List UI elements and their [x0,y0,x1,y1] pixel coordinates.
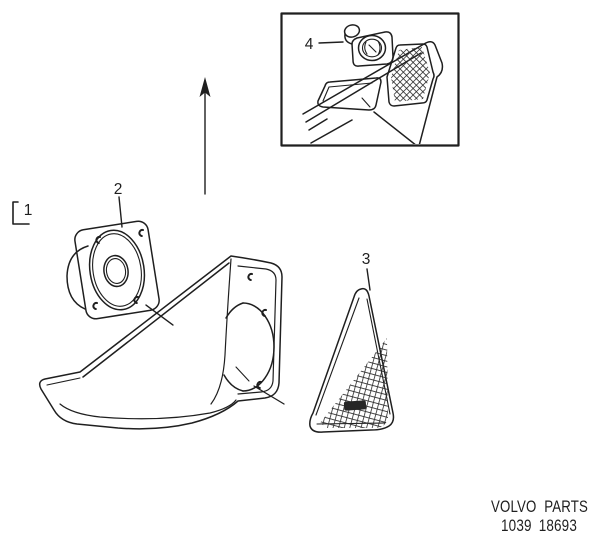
footer-brand-text: VOLVO PARTS [491,497,588,516]
speaker-screw-mark [92,301,98,310]
panel-speaker-opening [242,302,275,392]
grille-logo-badge [343,400,367,411]
speaker-screw-mark [138,228,144,237]
speaker-frame [74,220,160,320]
callout-4-label: 4 [305,36,314,53]
callout-3-leader [366,268,371,291]
callout-2-label: 2 [114,181,123,198]
speaker-cone-inner [92,233,142,307]
panel-pointer-line [253,385,285,405]
panel-clip-mark [256,380,262,389]
panel-toe-line [46,377,81,386]
panel-clip-mark [247,272,253,281]
up-arrow-icon [199,77,211,195]
clip-flange [351,31,394,67]
diagram-labels: 1 2 3 4 VOLVO PARTS 1039 18693 [24,36,588,535]
door-panel-lower-line-right [373,111,416,144]
panel-flange-inner-line [237,265,277,395]
grille-inner-edge-left [315,297,360,416]
panel-outline [38,255,283,430]
door-panel-crease-line [308,118,328,131]
inset-detail-box [280,12,460,147]
callout-3-label: 3 [362,251,371,268]
arrow-head [199,77,211,97]
speaker-pointer-line [145,304,174,326]
panel-speaker-opening-left-bottom [223,374,244,392]
speaker-part [66,220,160,320]
door-panel-drawing [302,41,444,144]
clip-part [343,24,394,67]
callout-1-label: 1 [24,202,33,219]
speaker-screw-mark [95,235,101,244]
door-panel-lower-line-left [310,119,353,144]
door-panel-top-edge [302,41,444,144]
view-bracket [12,201,30,225]
panel-face-crease [210,258,232,405]
speaker-dustcap-inner [105,258,127,284]
diagram-linework [12,12,460,433]
door-grille-outline [386,43,435,107]
mounting-panel-part [38,255,285,430]
speaker-dustcap-outer [103,254,129,288]
footer-part-number: 1039 18693 [501,516,577,535]
panel-speaker-opening-left-top [225,302,244,319]
clip-claw-detail [364,40,381,56]
grille-mesh [320,338,388,428]
panel-clip-mark [261,308,267,317]
door-pull-recess-tick [361,97,371,108]
door-pull-recess-inner-line [322,82,373,102]
door-pull-recess [317,77,382,111]
speaker-magnet [66,245,89,310]
speaker-screw-mark [133,295,139,304]
clip-face [357,34,387,62]
speaker-cone-outer [88,229,146,311]
clip-face-inner [361,38,383,58]
callout-2-leader [118,196,123,228]
panel-slope-double-line [82,262,230,378]
door-grille-mesh [391,47,430,102]
panel-opening-tick [235,366,250,382]
callout-4-leader [318,41,344,44]
clip-stub [343,24,361,38]
grille-part [309,287,395,433]
panel-inner-bottom-line [59,399,237,420]
clip-stub-side [344,33,353,45]
